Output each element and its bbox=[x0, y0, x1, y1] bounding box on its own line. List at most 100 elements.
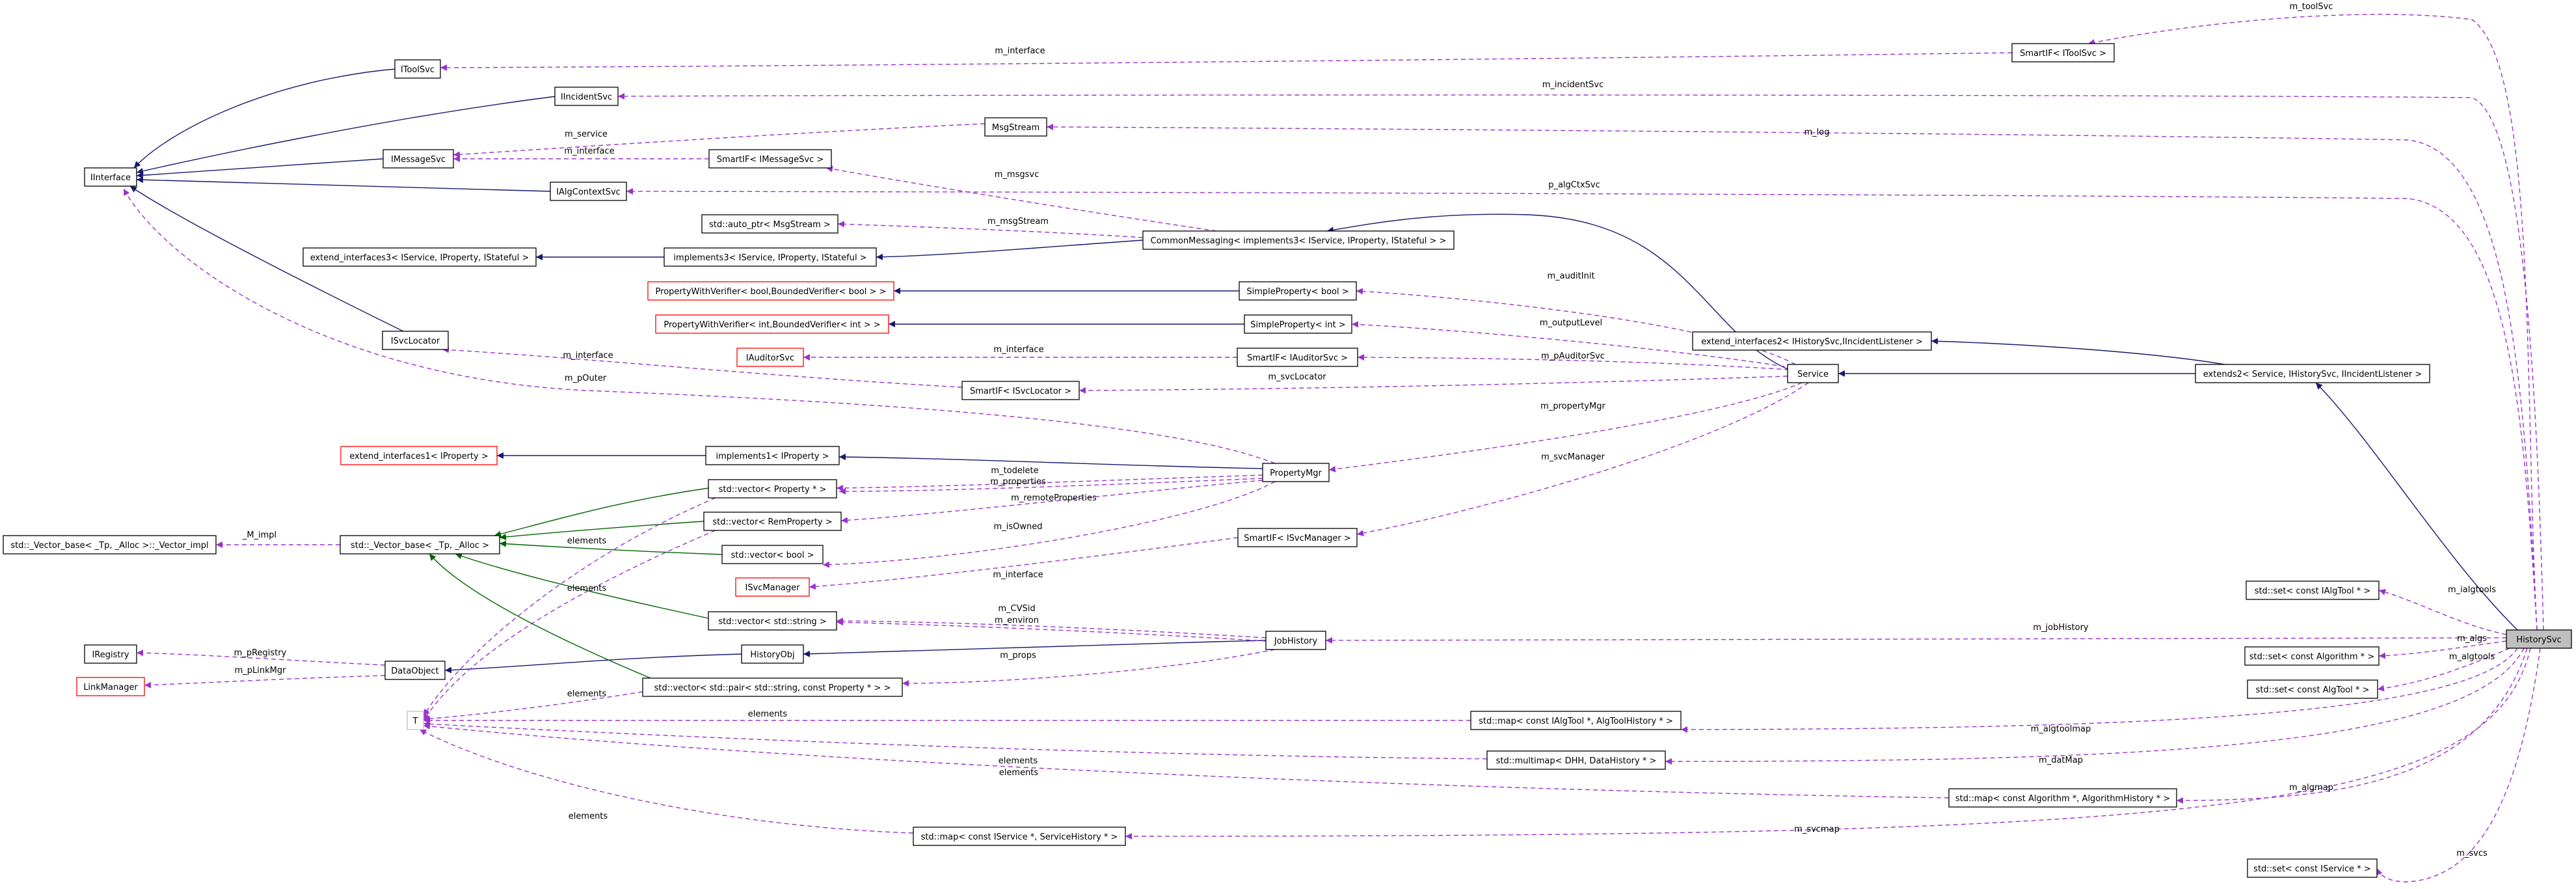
class-box[interactable] bbox=[1237, 528, 1358, 547]
class-node-vector-base[interactable]: std::_Vector_base< _Tp, _Alloc > bbox=[340, 535, 500, 554]
class-box[interactable] bbox=[984, 117, 1047, 137]
class-box[interactable] bbox=[1239, 281, 1357, 301]
class-node-smartif-imessagesvc[interactable]: SmartIF< IMessageSvc > bbox=[708, 149, 832, 169]
class-box[interactable] bbox=[382, 331, 449, 350]
class-box[interactable] bbox=[642, 677, 903, 697]
class-node-vector-base-impl[interactable]: std::_Vector_base< _Tp, _Alloc >::_Vecto… bbox=[3, 535, 217, 554]
class-node-iauditorsvc[interactable]: IAuditorSvc bbox=[736, 348, 804, 367]
class-box[interactable] bbox=[84, 167, 137, 187]
class-box[interactable] bbox=[721, 545, 824, 564]
class-box[interactable] bbox=[3, 535, 217, 554]
class-node-historysvc[interactable]: HistorySvc bbox=[2506, 629, 2572, 649]
class-box[interactable] bbox=[407, 711, 424, 730]
class-node-set-ialgtool[interactable]: std::set< const IAlgTool * > bbox=[2246, 581, 2380, 600]
class-node-simpleproperty-int[interactable]: SimpleProperty< int > bbox=[1244, 314, 1352, 334]
class-node-msgstream[interactable]: MsgStream bbox=[984, 117, 1047, 137]
class-node-set-algorithm[interactable]: std::set< const Algorithm * > bbox=[2244, 646, 2380, 666]
class-box[interactable] bbox=[382, 149, 454, 169]
class-box[interactable] bbox=[1948, 788, 2177, 808]
class-node-extend-interfaces3[interactable]: extend_interfaces3< IService, IProperty,… bbox=[302, 247, 537, 267]
class-box[interactable] bbox=[384, 661, 446, 680]
class-box[interactable] bbox=[708, 149, 832, 169]
class-box[interactable] bbox=[1470, 711, 1682, 730]
class-box[interactable] bbox=[340, 535, 500, 554]
class-box[interactable] bbox=[340, 446, 498, 465]
class-node-vector-remproperty[interactable]: std::vector< RemProperty > bbox=[703, 512, 842, 531]
class-box[interactable] bbox=[1787, 364, 1839, 383]
class-box[interactable] bbox=[1244, 314, 1352, 334]
class-node-simpleproperty-bool[interactable]: SimpleProperty< bool > bbox=[1239, 281, 1357, 301]
class-box[interactable] bbox=[703, 512, 842, 531]
class-node-smartif-iauditorsvc[interactable]: SmartIF< IAuditorSvc > bbox=[1237, 348, 1358, 367]
class-node-vector-string[interactable]: std::vector< std::string > bbox=[708, 611, 837, 631]
class-box[interactable] bbox=[735, 577, 810, 597]
class-box[interactable] bbox=[2247, 679, 2378, 699]
class-node-extends2[interactable]: extends2< Service, IHistorySvc, IInciden… bbox=[2195, 364, 2430, 383]
class-node-pwv-int[interactable]: PropertyWithVerifier< int,BoundedVerifie… bbox=[655, 314, 889, 334]
class-node-smartif-isvclocator[interactable]: SmartIF< ISvcLocator > bbox=[961, 381, 1080, 400]
class-box[interactable] bbox=[1262, 463, 1330, 482]
class-node-isvcmanager[interactable]: ISvcManager bbox=[735, 577, 810, 597]
class-box[interactable] bbox=[708, 611, 837, 631]
class-box[interactable] bbox=[554, 87, 619, 106]
class-node-vector-pair[interactable]: std::vector< std::pair< std::string, con… bbox=[642, 677, 903, 697]
class-node-pwv-bool[interactable]: PropertyWithVerifier< bool,BoundedVerifi… bbox=[647, 281, 894, 301]
class-node-dataobject[interactable]: DataObject bbox=[384, 661, 446, 680]
class-node-smartif-itoolsvc[interactable]: SmartIF< IToolSvc > bbox=[2011, 43, 2115, 62]
class-node-commonmessaging[interactable]: CommonMessaging< implements3< IService, … bbox=[1142, 230, 1455, 250]
class-node-iinterface[interactable]: IInterface bbox=[84, 167, 137, 187]
class-node-vector-bool[interactable]: std::vector< bool > bbox=[721, 545, 824, 564]
class-box[interactable] bbox=[2506, 629, 2572, 649]
class-node-itoolsvc[interactable]: IToolSvc bbox=[394, 59, 441, 79]
class-box[interactable] bbox=[708, 479, 837, 499]
class-box[interactable] bbox=[2011, 43, 2115, 62]
class-box[interactable] bbox=[1692, 331, 1932, 351]
class-box[interactable] bbox=[302, 247, 537, 267]
class-box[interactable] bbox=[1265, 631, 1326, 650]
class-node-map-algtool[interactable]: std::map< const IAlgTool *, AlgToolHisto… bbox=[1470, 711, 1682, 730]
class-node-set-algtool[interactable]: std::set< const AlgTool * > bbox=[2247, 679, 2378, 699]
class-box[interactable] bbox=[2246, 581, 2380, 600]
class-node-extend-interfaces1[interactable]: extend_interfaces1< IProperty > bbox=[340, 446, 498, 465]
class-box[interactable] bbox=[913, 827, 1126, 846]
class-node-implements3[interactable]: implements3< IService, IProperty, IState… bbox=[664, 247, 877, 267]
class-node-service[interactable]: Service bbox=[1787, 364, 1839, 383]
class-node-set-iservice[interactable]: std::set< const IService * > bbox=[2247, 858, 2378, 878]
class-box[interactable] bbox=[961, 381, 1080, 400]
class-node-linkmanager[interactable]: LinkManager bbox=[76, 677, 145, 696]
class-node-auto-ptr-msgstream[interactable]: std::auto_ptr< MsgStream > bbox=[701, 214, 839, 234]
class-node-iregistry[interactable]: IRegistry bbox=[84, 644, 137, 664]
class-box[interactable] bbox=[1486, 750, 1666, 770]
class-node-extend-interfaces2[interactable]: extend_interfaces2< IHistorySvc,IInciden… bbox=[1692, 331, 1932, 351]
class-box[interactable] bbox=[1142, 230, 1455, 250]
class-box[interactable] bbox=[550, 182, 627, 201]
class-node-vector-property[interactable]: std::vector< Property * > bbox=[708, 479, 837, 499]
class-node-iincidentsvc[interactable]: IIncidentSvc bbox=[554, 87, 619, 106]
class-box[interactable] bbox=[647, 281, 894, 301]
class-node-map-algorithm[interactable]: std::map< const Algorithm *, AlgorithmHi… bbox=[1948, 788, 2177, 808]
class-box[interactable] bbox=[76, 677, 145, 696]
class-box[interactable] bbox=[84, 644, 137, 664]
class-node-t[interactable]: T bbox=[407, 711, 424, 730]
class-node-isvclocator[interactable]: ISvcLocator bbox=[382, 331, 449, 350]
class-node-propertymgr[interactable]: PropertyMgr bbox=[1262, 463, 1330, 482]
class-node-ialgcontextsvc[interactable]: IAlgContextSvc bbox=[550, 182, 627, 201]
class-box[interactable] bbox=[2247, 858, 2378, 878]
class-box[interactable] bbox=[655, 314, 889, 334]
class-node-implements1[interactable]: implements1< IProperty > bbox=[705, 446, 840, 465]
class-node-jobhistory[interactable]: JobHistory bbox=[1265, 631, 1326, 650]
class-box[interactable] bbox=[736, 348, 804, 367]
class-box[interactable] bbox=[2244, 646, 2380, 666]
class-box[interactable] bbox=[1237, 348, 1358, 367]
class-node-smartif-isvcmanager[interactable]: SmartIF< ISvcManager > bbox=[1237, 528, 1358, 547]
class-box[interactable] bbox=[664, 247, 877, 267]
class-box[interactable] bbox=[741, 644, 804, 664]
class-node-multimap-dhh[interactable]: std::multimap< DHH, DataHistory * > bbox=[1486, 750, 1666, 770]
class-box[interactable] bbox=[705, 446, 840, 465]
class-box[interactable] bbox=[701, 214, 839, 234]
class-box[interactable] bbox=[2195, 364, 2430, 383]
class-node-historyobj[interactable]: HistoryObj bbox=[741, 644, 804, 664]
class-node-map-iservice[interactable]: std::map< const IService *, ServiceHisto… bbox=[913, 827, 1126, 846]
class-node-imessagesvc[interactable]: IMessageSvc bbox=[382, 149, 454, 169]
class-box[interactable] bbox=[394, 59, 441, 79]
